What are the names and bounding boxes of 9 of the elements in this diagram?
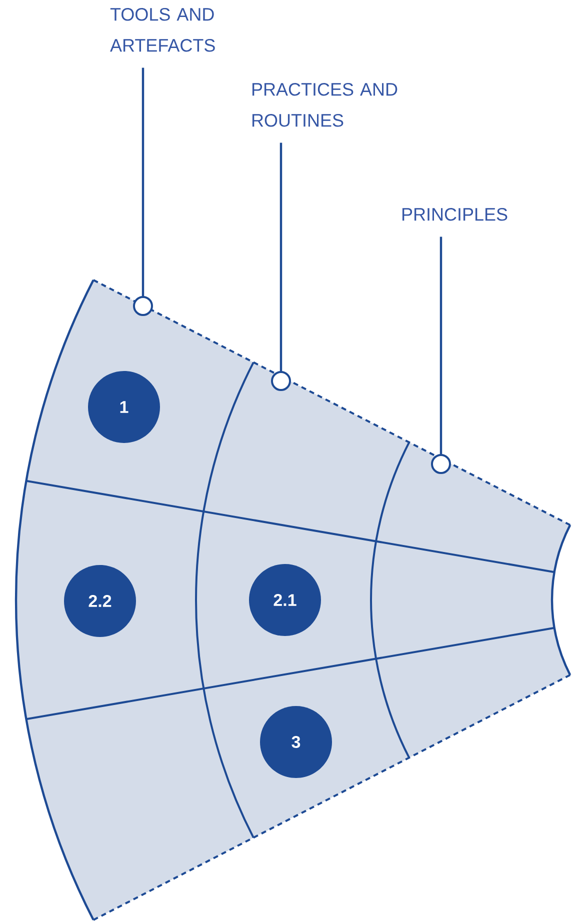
leader-line <box>440 236 442 454</box>
layer-label: PRACTICES AND ROUTINES <box>252 83 398 127</box>
marker-circle <box>133 296 153 316</box>
leader-line <box>142 68 144 296</box>
layer-label: PRINCIPLES <box>402 208 508 221</box>
marker-circle <box>271 371 291 391</box>
layer-label: TOOLS AND ARTEFACTS <box>110 8 215 52</box>
marker-circle <box>431 454 451 474</box>
leader-line <box>280 142 282 371</box>
